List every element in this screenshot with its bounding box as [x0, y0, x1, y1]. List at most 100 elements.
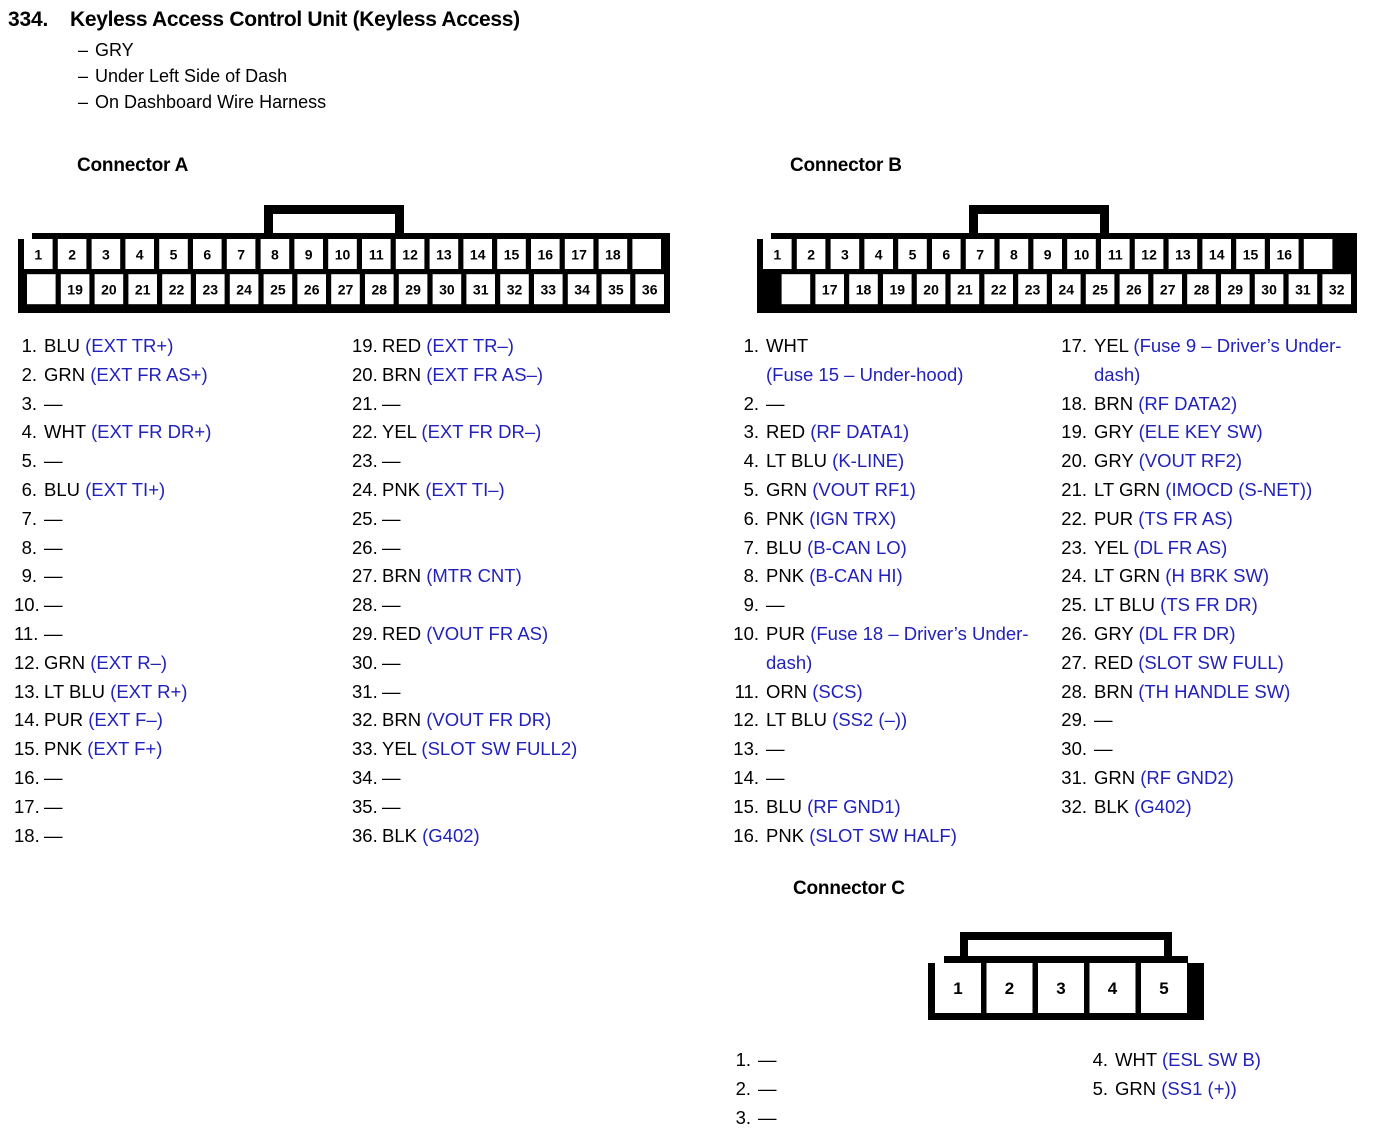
pin-cavity-number: 31	[473, 282, 489, 298]
pin-number: 27.	[352, 565, 378, 587]
pin-wire-color: PNK	[44, 738, 83, 760]
pin-unused-dash: —	[382, 766, 401, 788]
pin-number: 22.	[352, 421, 378, 443]
pin-signal-name: (VOUT FR AS)	[426, 622, 549, 644]
pin-number: 1.	[21, 335, 37, 356]
pin-number: 25.	[352, 507, 378, 529]
pin-cavity	[632, 239, 661, 269]
pin-row: 20.BRN (EXT FR AS–)	[352, 361, 682, 390]
latch-bar	[960, 932, 1172, 940]
pin-signal-name: (IMOCD (S-NET))	[1165, 478, 1313, 500]
pin-row: 22.PUR (TS FR AS)	[1058, 505, 1373, 534]
pin-unused-dash: —	[766, 392, 785, 414]
pin-number: 4.	[21, 421, 37, 443]
pin-cavity	[601, 274, 631, 305]
pin-wire-color: BLU	[44, 478, 80, 500]
pin-wire-color: PUR	[44, 709, 84, 731]
pin-signal-name: (EXT F–)	[88, 709, 163, 731]
pin-number: 36.	[352, 824, 378, 846]
pin-signal-name: (MTR CNT)	[426, 565, 522, 587]
pin-body: —	[1094, 735, 1373, 764]
connector-c-heading: Connector C	[793, 878, 905, 899]
pin-row: 25.LT BLU (TS FR DR)	[1058, 591, 1373, 620]
pin-unused-dash: —	[44, 795, 63, 817]
pin-cavity	[497, 239, 526, 269]
pin-body: —	[382, 591, 682, 620]
pin-row: 20.GRY (VOUT RF2)	[1058, 447, 1373, 476]
pin-body: —	[44, 390, 344, 419]
pin-number: 9.	[743, 594, 759, 616]
pin-signal-name: (TS FR DR)	[1160, 594, 1258, 616]
pin-cavity	[830, 239, 860, 269]
pin-body: LT BLU (SS2 (–))	[766, 706, 1050, 735]
pin-cavity	[128, 274, 157, 305]
pin-row: 32.BLK (G402)	[1058, 793, 1373, 822]
pin-body: BRN (VOUT FR DR)	[382, 706, 682, 735]
pin-wire-color: RED	[382, 622, 422, 644]
pin-body: RED (SLOT SW FULL)	[1094, 649, 1373, 678]
pin-wire-color: PUR	[766, 622, 806, 644]
pin-body: —	[44, 591, 344, 620]
pin-row: 25.—	[352, 505, 682, 534]
pin-cavity	[935, 963, 981, 1013]
pin-number: 3.	[735, 1106, 751, 1128]
pin-signal-name: (RF DATA2)	[1138, 392, 1238, 414]
pin-row: 2.GRN (EXT FR AS+)	[14, 361, 344, 390]
pin-unused-dash: —	[44, 392, 63, 414]
pin-cavity-number: 7	[237, 247, 245, 263]
pin-cavity-number: 29	[405, 282, 421, 298]
pin-row: 17.YEL (Fuse 9 – Driver’s Under-dash)	[1058, 332, 1373, 390]
pin-row: 11.ORN (SCS)	[730, 678, 1050, 707]
pin-body: YEL (DL FR AS)	[1094, 534, 1373, 563]
pin-cavity	[1221, 274, 1250, 305]
pin-row: 13.LT BLU (EXT R+)	[14, 678, 344, 707]
pin-cavity-number: 32	[1329, 282, 1345, 298]
pin-cavity-number: 2	[807, 247, 815, 263]
pin-cavity	[1153, 274, 1182, 305]
pin-row: 31.GRN (RF GND2)	[1058, 764, 1373, 793]
pin-row: 8.PNK (B-CAN HI)	[730, 562, 1050, 591]
pin-cavity	[1202, 239, 1231, 269]
pin-cavity-number: 15	[504, 247, 520, 263]
pin-cavity	[635, 274, 664, 305]
pin-cavity-number: 4	[136, 247, 144, 263]
pin-number: 31.	[1061, 766, 1087, 788]
pin-unused-dash: —	[758, 1077, 777, 1099]
pin-row: 4.WHT (ESL SW B)	[1085, 1046, 1365, 1075]
pin-row: 5.GRN (SS1 (+))	[1085, 1075, 1365, 1104]
pin-number: 15.	[14, 738, 40, 760]
pin-unused-dash: —	[758, 1106, 777, 1128]
pin-cavity-number: 35	[608, 282, 624, 298]
pin-cavity-number: 4	[875, 247, 883, 263]
pin-unused-dash: —	[382, 392, 401, 414]
pin-body: —	[766, 591, 1050, 620]
pin-cavity-number: 15	[1243, 247, 1259, 263]
latch-post-right	[1100, 205, 1109, 239]
pin-unused-dash: —	[766, 738, 785, 760]
pin-signal-name: (EXT TR–)	[426, 335, 514, 356]
pin-number: 4.	[743, 450, 759, 472]
pin-cavity	[196, 274, 225, 305]
pin-signal-name: (EXT FR AS+)	[90, 363, 208, 385]
pin-cavity	[432, 274, 462, 305]
pin-cavity	[567, 274, 597, 305]
pin-wire-color: BRN	[1094, 392, 1134, 414]
pin-cavity-blank	[27, 274, 56, 305]
pin-number: 20.	[352, 363, 378, 385]
pin-row: 23.—	[352, 447, 682, 476]
pin-number: 7.	[743, 536, 759, 558]
shell-shoulder-notch	[928, 956, 944, 963]
pin-row: 3.—	[14, 390, 344, 419]
connector-b-heading: Connector B	[790, 155, 902, 176]
pin-signal-name: (EXT TI–)	[425, 478, 505, 500]
pin-unused-dash: —	[382, 795, 401, 817]
pin-wire-color: WHT	[44, 421, 86, 443]
pin-row: 9.—	[14, 562, 344, 591]
pin-row: 7.—	[14, 505, 344, 534]
pin-number: 1.	[735, 1049, 751, 1070]
pin-cavity	[125, 239, 154, 269]
pin-cavity	[598, 239, 628, 269]
pin-cavity	[984, 274, 1013, 305]
pin-body: LT GRN (H BRK SW)	[1094, 562, 1373, 591]
pin-wire-color: PNK	[766, 824, 805, 846]
